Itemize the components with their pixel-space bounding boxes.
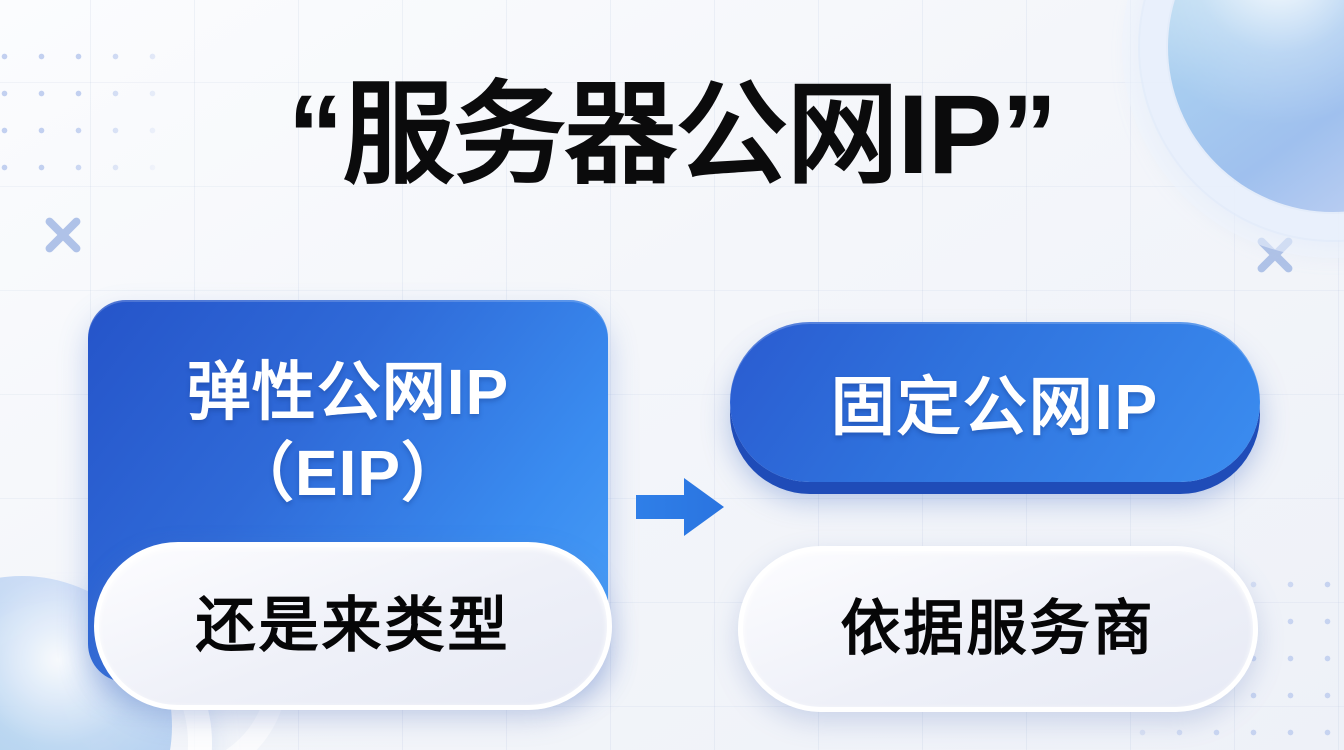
left-caption-label: 还是来类型 <box>195 592 511 659</box>
page-title: “服务器公网IP” <box>0 72 1344 197</box>
title-close-quote: ” <box>1001 72 1057 197</box>
right-caption-pill: 依据服务商 <box>738 546 1258 712</box>
x-mark-right-icon <box>1252 232 1298 278</box>
title-text: 服务器公网IP <box>342 72 1003 197</box>
left-caption-pill: 还是来类型 <box>94 542 612 710</box>
static-ip-pill: 固定公网IP <box>730 322 1260 482</box>
arrow-right-icon <box>634 472 726 542</box>
x-mark-left-icon <box>40 212 86 258</box>
elastic-ip-card-line1: 弹性公网IP <box>186 356 510 428</box>
static-ip-label: 固定公网IP <box>830 371 1160 443</box>
title-open-quote: “ <box>287 72 344 197</box>
elastic-ip-card-line2: （EIP） <box>229 436 467 509</box>
right-card-group: 固定公网IP <box>730 322 1260 482</box>
right-caption-label: 依据服务商 <box>840 595 1156 662</box>
